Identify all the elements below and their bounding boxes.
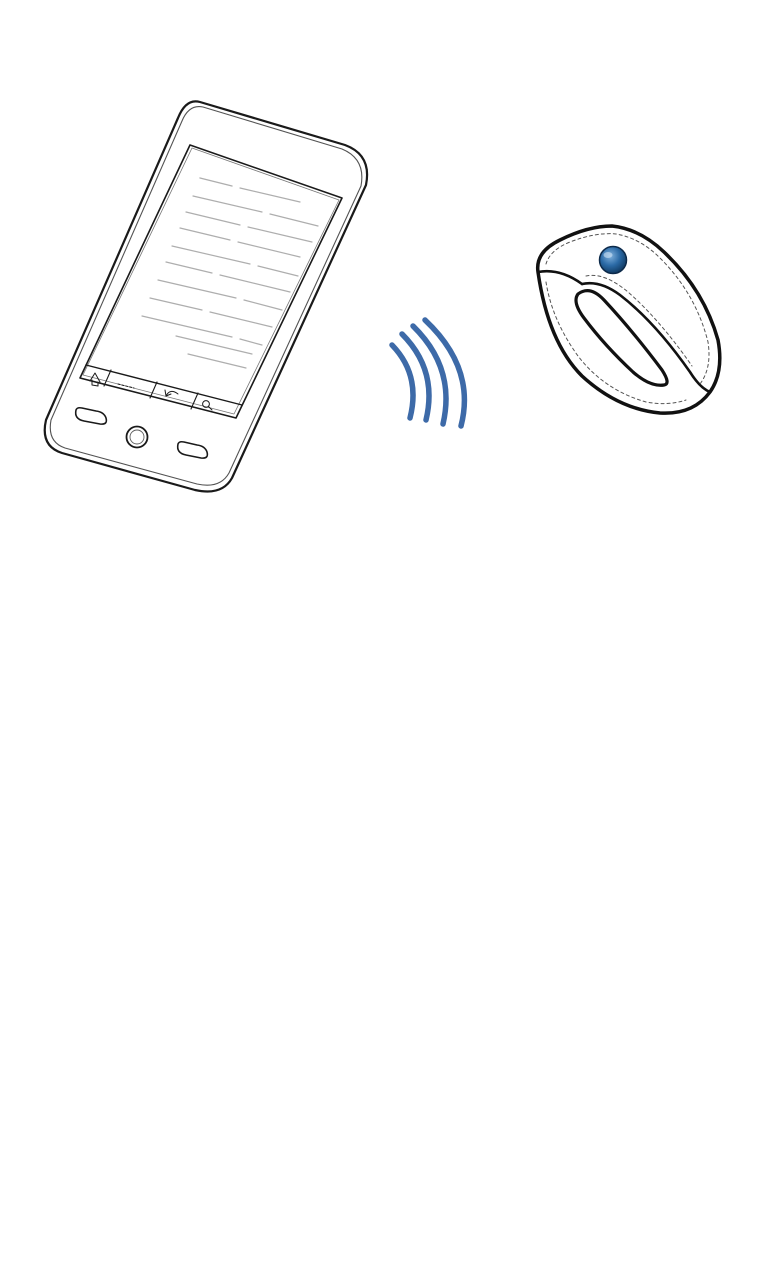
phone-left-button [74,406,108,425]
menu-icon [117,383,135,389]
phone-outer-body [43,100,369,493]
wristband [535,224,722,415]
signal-arc-3 [410,323,449,427]
wristband-button [598,245,628,275]
phone-right-button [176,440,209,459]
screen-scribbles [141,177,319,369]
back-icon [164,389,179,397]
signal-arc-2 [399,331,432,423]
phone-home-button [125,425,149,449]
smartphone-sketch [43,100,369,493]
wristband-body [535,224,722,415]
phone-screen [79,144,343,419]
signal-arc-4 [422,317,468,429]
wristband-opening [574,289,669,387]
home-icon [89,372,101,387]
wireless-signal-icon [389,317,468,429]
signal-arc-1 [389,342,416,421]
search-icon [202,400,213,411]
